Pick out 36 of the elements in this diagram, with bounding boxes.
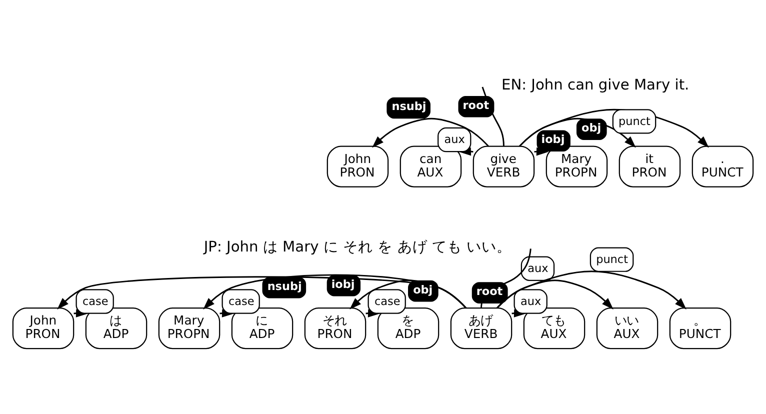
edge-label: aux [528, 262, 548, 275]
node-box: は ADP [85, 308, 148, 350]
edge-label: obj [582, 122, 602, 135]
label: EN: John can give Mary it. [501, 76, 690, 94]
edge-label: root [462, 98, 490, 112]
node-box: can AUX [400, 146, 462, 188]
edge-label: aux [444, 133, 465, 146]
edge-label: aux [520, 294, 542, 308]
edge-label: case [82, 294, 108, 308]
node-box: いい AUX [596, 308, 658, 350]
node-box: Mary PROPN [546, 146, 608, 188]
edge-label: punct [596, 252, 628, 266]
node-box: give VERB [472, 146, 535, 188]
node-box: に ADP [231, 308, 294, 350]
edge-label: nsubj [267, 280, 302, 293]
edge-label: root [476, 285, 503, 298]
edge-label: case [228, 294, 254, 308]
edge-label: obj [413, 283, 433, 296]
node-box: あげ VERB [450, 308, 512, 350]
arrow [372, 118, 489, 148]
node-box: . PUNCT [692, 146, 754, 188]
node-box: ても AUX [523, 308, 586, 350]
edge-label: nsubj [392, 100, 426, 114]
node-box: Mary PROPN [158, 308, 220, 350]
node-box: それ PRON [304, 308, 366, 350]
node-box: John PRON [326, 146, 389, 188]
edge-label: case [374, 294, 400, 308]
label: JP: John は Mary に それ を あげ ても いい。 [204, 238, 512, 256]
node-box: 。 PUNCT [669, 308, 732, 350]
edge-label: iobj [541, 133, 565, 146]
node-box: it PRON [618, 146, 681, 188]
edge-label: iobj [331, 278, 355, 291]
arrow [496, 270, 686, 310]
node-box: John PRON [12, 308, 74, 350]
node-box: を ADP [377, 308, 440, 350]
edge-label: punct [618, 114, 650, 128]
